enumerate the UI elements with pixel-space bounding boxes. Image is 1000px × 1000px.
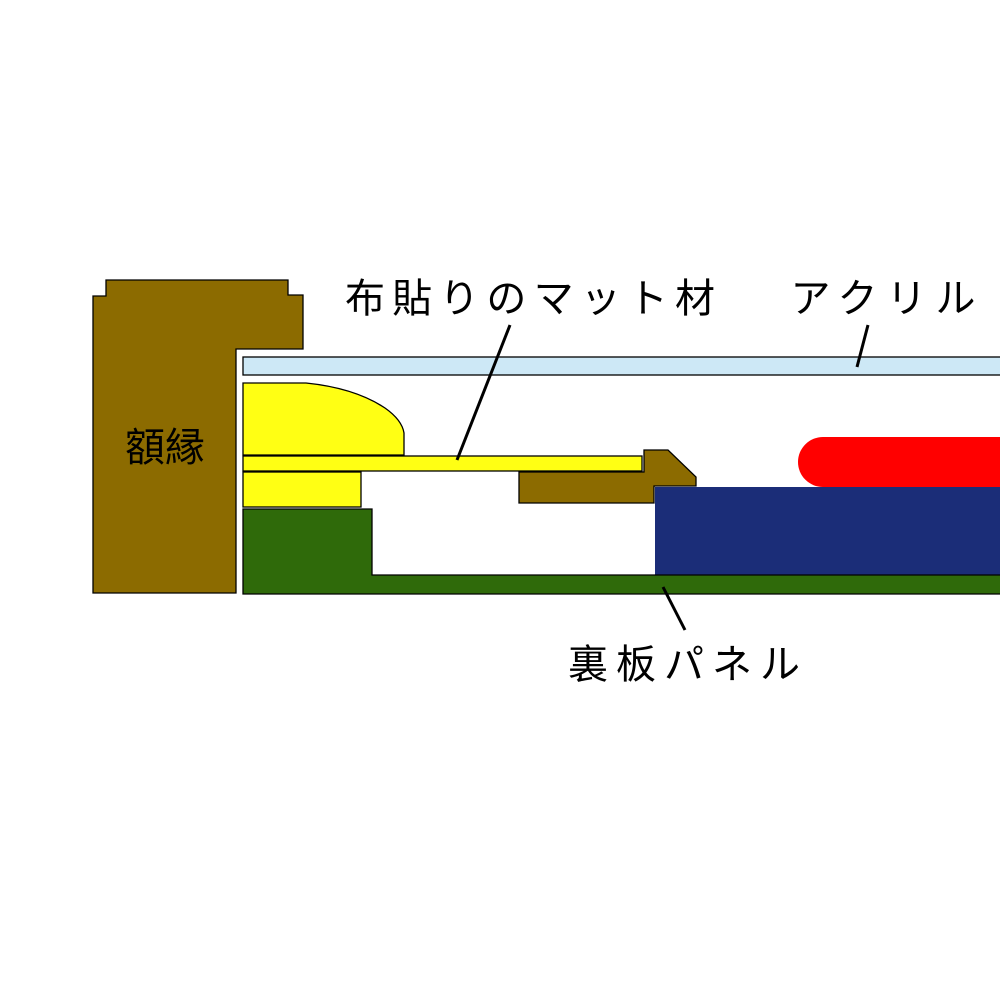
acrylic-leader-line [855, 324, 870, 368]
mat-spacer [242, 471, 362, 508]
mat-bevel-piece [242, 382, 405, 456]
acrylic-label: アクリル [791, 276, 976, 322]
mat-support-piece [518, 449, 697, 504]
artwork-mount [655, 487, 1000, 575]
frame-molding [92, 279, 304, 594]
back-panel-label: 裏板パネル [568, 642, 800, 688]
back-panel [242, 508, 1000, 595]
acrylic-sheet [242, 356, 1000, 376]
mat-label: 布貼りのマット材 [345, 276, 715, 322]
artwork-accent [798, 437, 1000, 487]
back-panel-leader-line [661, 586, 687, 631]
mat-leader-line [455, 324, 512, 461]
frame-label: 額縁 [125, 425, 205, 471]
mat-strip [242, 455, 643, 472]
